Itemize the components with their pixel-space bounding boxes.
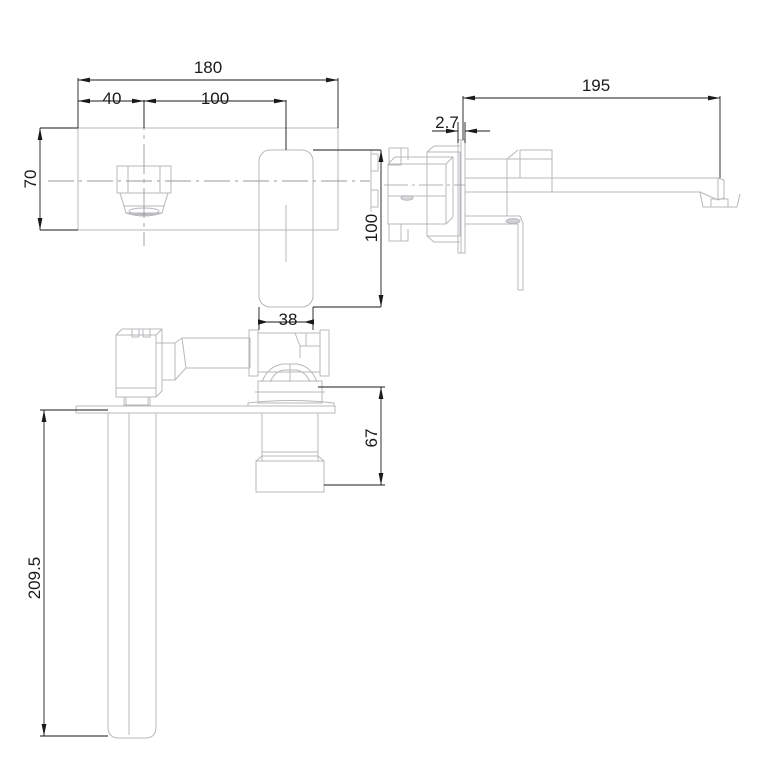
dim-text-195: 195 [582, 76, 610, 95]
dim-text-100-horizontal: 100 [201, 89, 229, 108]
bottom-escutcheon-cap [255, 380, 325, 404]
side-spout-tube [465, 177, 741, 208]
side-lever-handle [464, 215, 524, 291]
side-view-dimensions [432, 95, 721, 178]
side-spout-arm [464, 149, 553, 217]
dim-text-2-7: 2.7 [435, 113, 459, 132]
bottom-view-dimensions [40, 386, 385, 737]
side-section-view [384, 139, 741, 291]
bottom-mixer-body [248, 329, 330, 377]
side-rear-valve-body [387, 147, 454, 242]
front-view-dimensions [37, 77, 384, 330]
dim-text-209-5: 209.5 [25, 557, 44, 600]
front-right-edge-detail [370, 150, 379, 212]
bottom-valve-body [115, 328, 163, 406]
bottom-outlet-pipe [107, 413, 157, 739]
bottom-wall-plate [75, 400, 336, 414]
dim-text-38: 38 [279, 310, 298, 329]
dim-text-100-vertical: 100 [362, 214, 381, 242]
front-spout-body [258, 149, 314, 308]
front-elevation-view [48, 100, 379, 308]
dim-text-180: 180 [194, 58, 222, 77]
dim-text-70: 70 [21, 170, 40, 189]
dim-text-40: 40 [103, 89, 122, 108]
side-barrel [426, 145, 461, 243]
bottom-mixer-neck [261, 363, 318, 383]
bottom-valve-barrel [255, 412, 325, 493]
front-wall-plate [77, 127, 339, 231]
dim-text-67: 67 [362, 429, 381, 448]
installation-section-view [75, 328, 336, 739]
bottom-connecting-pipe [156, 337, 251, 381]
